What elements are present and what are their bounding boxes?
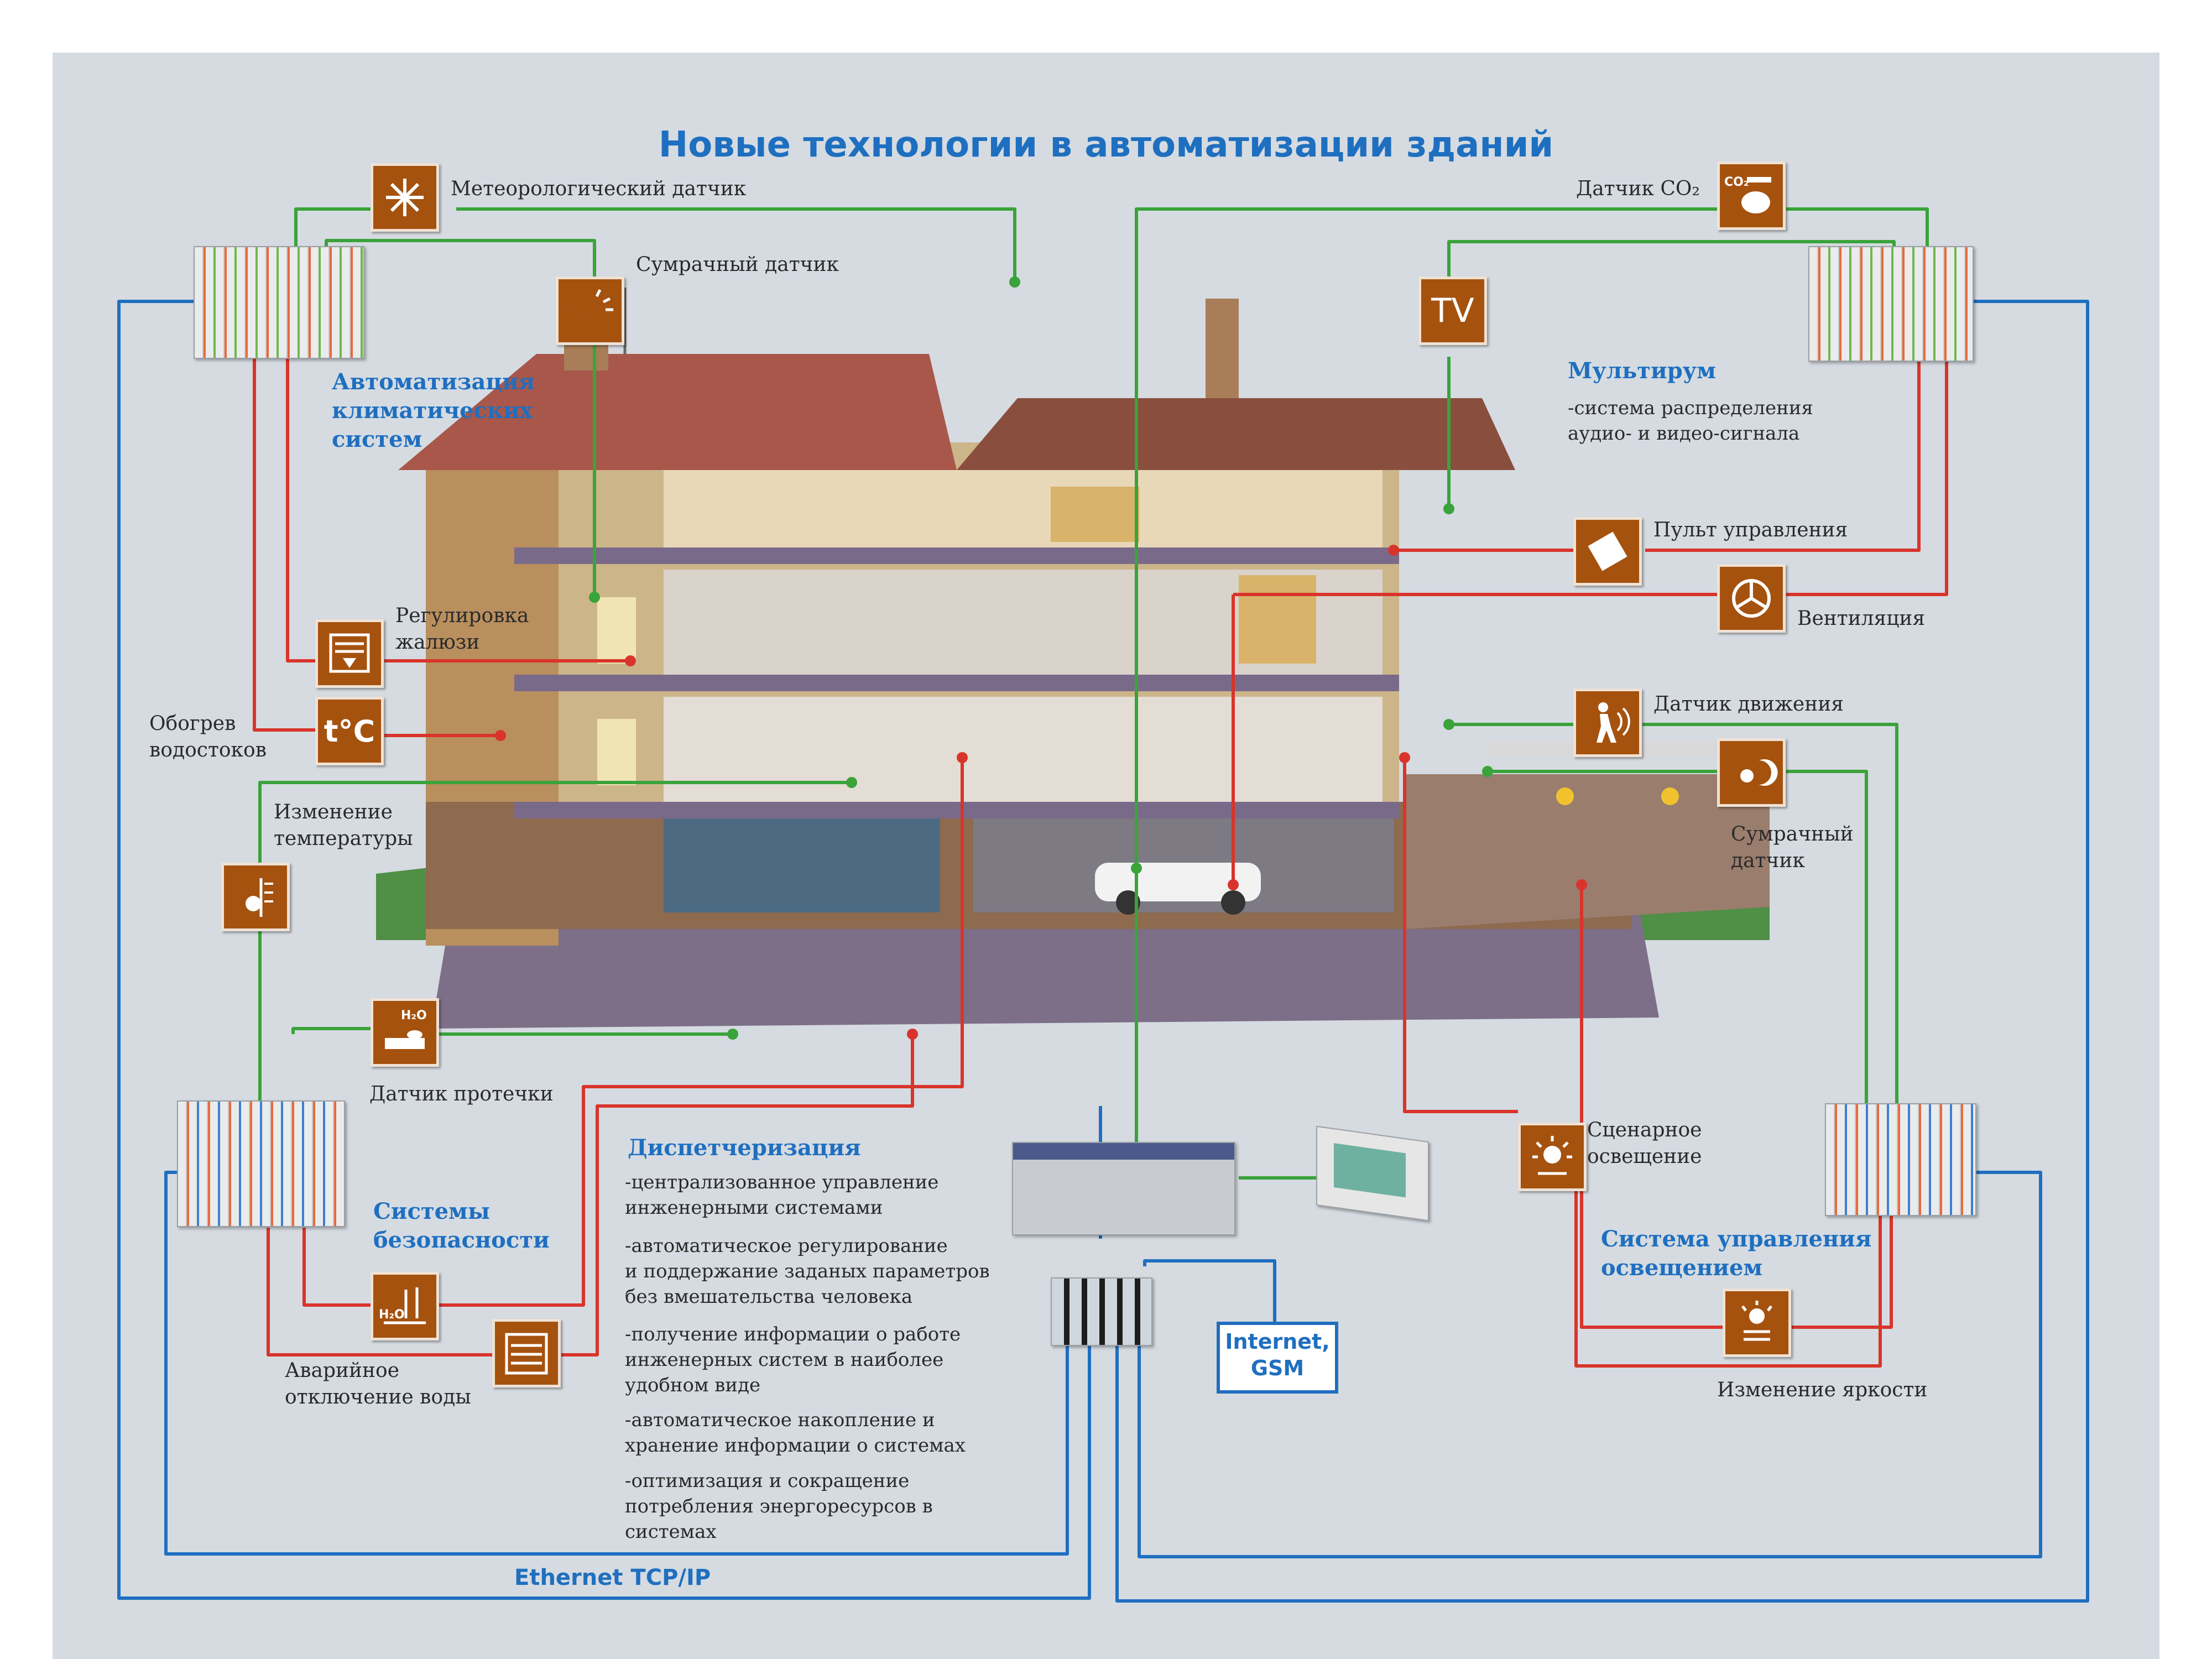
window [597,719,636,785]
blue-wires [117,300,2089,1603]
label-brightness: Изменение яркости [1717,1379,1928,1401]
label-twilight-sensor-right: Сумрачный датчик [1731,823,1854,872]
house-cutaway-illustration [376,288,1770,1029]
tv-icon: TV [1418,276,1487,345]
header-security-systems: Системы безопасности [373,1198,550,1253]
twilight-sensor-right-icon [1717,738,1786,807]
car-wheel [1116,890,1140,915]
diagram-title: Новые технологии в автоматизации зданий [658,124,1554,165]
label-gutter-heating: Обогрев водостоков [149,712,267,761]
blinds-control-icon [315,619,384,688]
window [597,597,636,664]
garden-lamp [1556,787,1574,805]
junction-dots [495,276,1587,1040]
floor-slab [514,802,1399,818]
network-switch [1051,1277,1152,1346]
attic-room [664,470,1383,547]
remote-control-icon [1573,517,1642,586]
header-climate-automation: Автоматизация климатических систем [332,369,535,452]
label-twilight-sensor: Сумрачный датчик [636,253,839,276]
water-shutoff-icon: H₂O [371,1272,439,1340]
co2-sensor-icon: CO₂ [1717,161,1786,230]
label-water-shutoff: Аварийное отключение воды [285,1359,471,1408]
co2-label: CO₂ [1724,175,1749,189]
floor-slab [514,675,1399,691]
leak-sensor-icon: H₂O [371,998,439,1067]
red-wires [253,354,1948,1368]
car-wheel [1221,890,1245,915]
tv-label: TV [1431,291,1474,330]
scene-lighting-icon [1518,1123,1587,1191]
label-blinds: Регулировка жалюзи [395,604,529,654]
label-motion-sensor: Датчик движения [1653,693,1844,716]
temperature-label: t°C [324,713,375,749]
server-rack [1012,1142,1235,1235]
leak-label: H₂O [401,1009,427,1022]
internet-gsm-box: Internet, GSM [1217,1322,1338,1394]
controller-module-bottom-left [177,1100,345,1227]
dispatch-item: -получение информации о работе инженерны… [625,1323,961,1396]
weather-sensor-icon [371,163,439,232]
pool-room [664,818,940,912]
dispatch-item: -автоматическое накопление и хранение ин… [625,1409,966,1457]
dispatch-item: -оптимизация и сокращение потребления эн… [625,1470,933,1543]
floor-slab [514,547,1399,564]
multiroom-description: -система распределения аудио- и видео-си… [1568,397,1813,445]
label-weather-sensor: Метеорологический датчик [451,178,747,200]
green-wires [258,207,1929,1228]
controller-module-top-left [194,246,364,359]
brightness-control-icon [1723,1288,1791,1357]
label-scene-lighting: Сценарное освещение [1587,1119,1702,1168]
garden-lamp [1661,787,1679,805]
motion-sensor-icon [1573,688,1642,757]
window [1051,487,1139,542]
label-remote-control: Пульт управления [1653,519,1848,541]
water-label: H₂O [379,1308,405,1322]
label-temperature-change: Изменение температуры [274,801,413,850]
gutter-heating-icon: t°C [315,697,384,765]
label-leak-sensor: Датчик протечки [369,1083,554,1105]
touch-panel [1316,1125,1429,1222]
header-multiroom: Мультирум [1568,358,1717,384]
roof-right [957,398,1515,470]
label-co2-sensor: Датчик CO₂ [1576,178,1700,200]
terrace [1405,774,1770,929]
dispatch-item: -централизованное управление инженерными… [625,1171,939,1219]
header-lighting-control: Система управления освещением [1601,1226,1872,1281]
header-dispatching: Диспетчеризация [628,1135,861,1161]
temperature-change-icon [221,863,290,931]
controller-module-top-right [1808,246,1974,362]
emergency-shutoff-icon [492,1319,561,1387]
roof-left [398,354,957,470]
ventilation-fan-icon [1717,564,1786,633]
twilight-sensor-icon [556,276,624,345]
dispatch-item: -автоматическое регулирование и поддержа… [625,1235,990,1308]
label-ventilation: Вентиляция [1797,607,1926,630]
chimney [1206,299,1239,398]
controller-module-bottom-right [1825,1103,1976,1216]
window [1239,575,1316,664]
ethernet-label: Ethernet TCP/IP [514,1565,711,1590]
first-floor-room [664,697,1383,802]
